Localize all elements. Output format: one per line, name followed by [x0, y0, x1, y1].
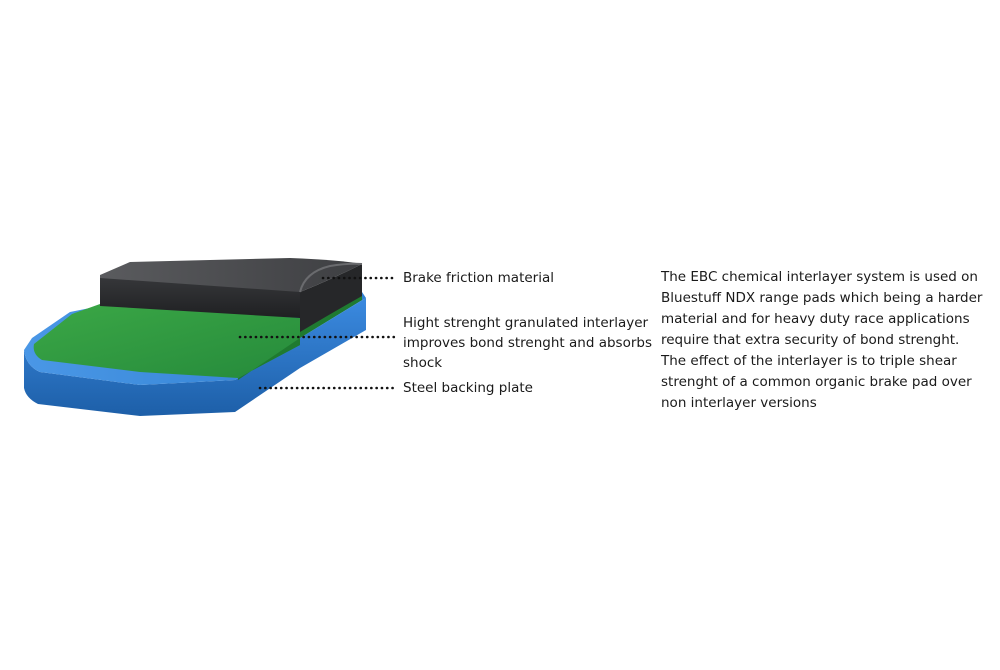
leader-lines [238, 276, 398, 390]
description-line: Bluestuff NDX range pads which being a h… [661, 290, 983, 306]
description-line: The effect of the interlayer is to tripl… [661, 353, 957, 369]
interlayer [33, 292, 363, 380]
description-line: material and for heavy duty race applica… [661, 311, 970, 327]
description-line: non interlayer versions [661, 395, 817, 411]
label-interlayer-line-1: Hight strenght granulated interlayer [403, 315, 649, 331]
description-paragraph: The EBC chemical interlayer system is us… [661, 267, 991, 414]
interlayer-edge [238, 294, 362, 380]
friction-top-face [100, 258, 362, 292]
backing-plate-side [24, 298, 366, 416]
friction-corner-highlight [299, 262, 363, 293]
friction-material [100, 258, 363, 332]
description-line: The EBC chemical interlayer system is us… [661, 269, 978, 285]
description-line: strenght of a common organic brake pad o… [661, 374, 972, 390]
friction-side-face [300, 264, 362, 332]
description-line: require that extra security of bond stre… [661, 332, 960, 348]
interlayer-top [33, 292, 363, 378]
label-interlayer-line-3: shock [403, 355, 443, 371]
label-interlayer-line-2: improves bond strenght and absorbs [403, 335, 652, 351]
label-interlayer: Hight strenght granulated interlayer imp… [403, 313, 652, 373]
label-steel-backing-plate: Steel backing plate [403, 380, 533, 396]
label-brake-friction-material: Brake friction material [403, 270, 554, 286]
